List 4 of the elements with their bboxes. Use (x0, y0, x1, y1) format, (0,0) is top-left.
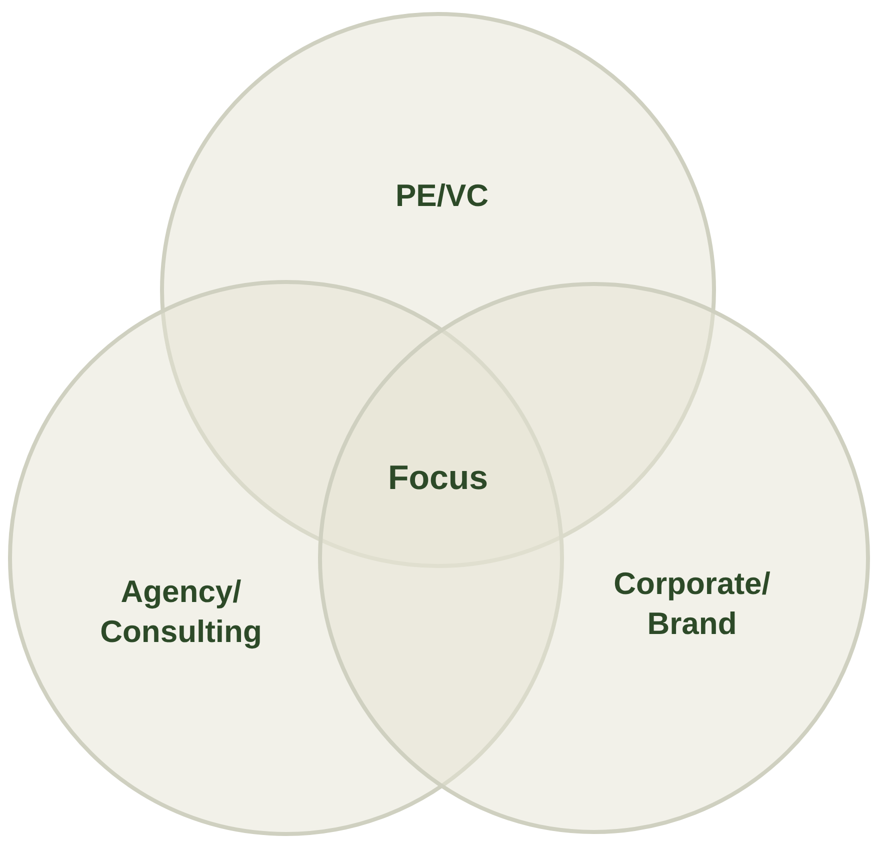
center-label: Focus (388, 458, 488, 499)
circle-label: Agency/ Consulting (99, 573, 263, 651)
circle-label: PE/VC (394, 177, 490, 215)
circle-label: Corporate/ Brand (612, 565, 772, 643)
